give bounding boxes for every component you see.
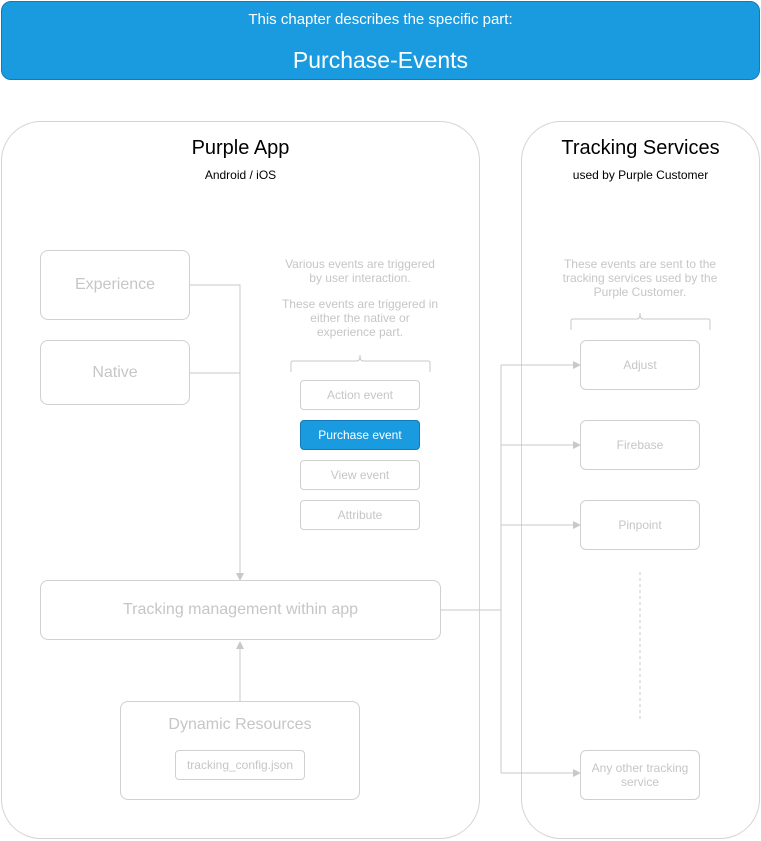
dynamic-resources-label: Dynamic Resources bbox=[168, 716, 312, 733]
purple-app-subtitle: Android / iOS bbox=[204, 168, 277, 182]
action-event-box: Action event bbox=[300, 380, 420, 410]
tracking-services-container bbox=[521, 121, 760, 839]
chapter-banner: This chapter describes the specific part… bbox=[1, 1, 760, 80]
banner-title: Purchase-Events bbox=[292, 47, 469, 73]
experience-connector bbox=[190, 284, 244, 581]
tracking-management-box: Tracking management within app bbox=[40, 580, 441, 640]
pinpoint-box: Pinpoint bbox=[580, 500, 700, 550]
attribute-box: Attribute bbox=[300, 500, 420, 530]
tracking-services-subtitle: used by Purple Customer bbox=[572, 168, 709, 182]
firebase-box: Firebase bbox=[580, 420, 700, 470]
services-note: These events are sent to the tracking se… bbox=[562, 257, 718, 299]
purple-app-title: Purple App bbox=[191, 137, 290, 159]
tracking-services-title: Tracking Services bbox=[561, 137, 720, 159]
view-event-box: View event bbox=[300, 460, 420, 490]
config-file-box: tracking_config.json bbox=[175, 750, 305, 780]
adjust-box: Adjust bbox=[580, 340, 700, 390]
services-note-brace bbox=[570, 312, 711, 330]
experience-box: Experience bbox=[40, 250, 190, 320]
native-box: Native bbox=[40, 340, 190, 405]
purchase-event-box: Purchase event bbox=[300, 420, 420, 450]
app-note-brace bbox=[290, 354, 431, 372]
other-service-box: Any other tracking service bbox=[580, 750, 700, 800]
events-note: Various events are triggered by user int… bbox=[281, 257, 439, 339]
banner-subtitle: This chapter describes the specific part… bbox=[248, 11, 513, 28]
